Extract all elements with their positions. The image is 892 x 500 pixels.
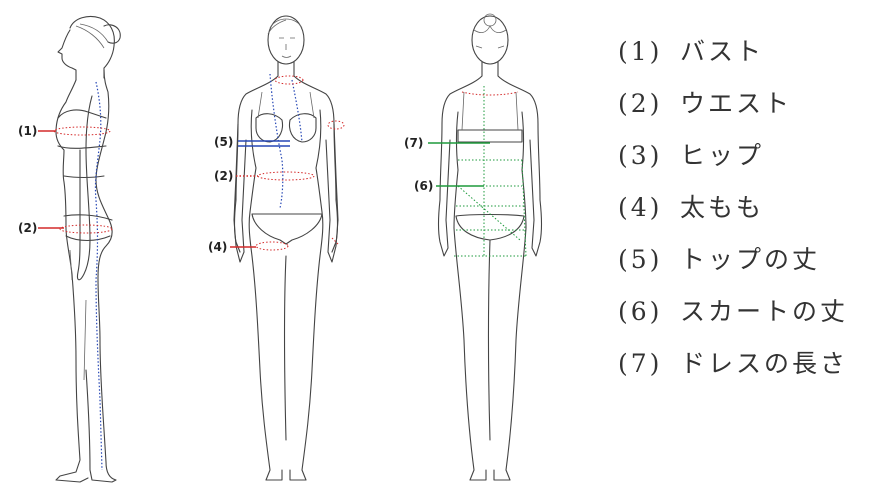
legend-num: (1): [618, 37, 663, 66]
legend-item-hip: (3) ヒップ: [618, 136, 888, 188]
front-thigh-ellipse: [255, 241, 289, 251]
side-callout-1: (1): [18, 124, 37, 138]
back-head: [471, 15, 509, 65]
front-arm-ellipse: [327, 120, 345, 130]
legend-num: (4): [618, 193, 663, 222]
front-callout-4: (4): [208, 240, 227, 254]
legend-item-bust: (1) バスト: [618, 32, 888, 84]
legend-label: ヒップ: [680, 141, 765, 170]
legend-item-thigh: (4) 太もも: [618, 188, 888, 240]
legend-label: トップの丈: [680, 245, 821, 274]
front-top-length-dotted: [269, 73, 284, 209]
legend-num: (2): [618, 89, 663, 118]
front-callout-2: (2): [214, 169, 233, 183]
side-hair-bun: [103, 24, 121, 44]
side-callout-2: (2): [18, 221, 37, 235]
legend-label: ウエスト: [680, 89, 793, 118]
front-neck-ellipse: [274, 75, 304, 85]
side-dress-length-line: [94, 81, 103, 471]
side-figure: (1) (2): [18, 15, 121, 483]
legend-item-top-length: (5) トップの丈: [618, 240, 888, 292]
front-waist-ellipse: [257, 171, 315, 181]
legend-num: (5): [618, 245, 663, 274]
back-callout-7: (7): [404, 136, 423, 150]
side-waist-ellipse: [59, 224, 113, 234]
legend-label: ドレスの長さ: [680, 349, 849, 378]
back-callout-6: (6): [414, 179, 433, 193]
front-figure: (5) (2) (4): [208, 15, 345, 481]
legend-label: バスト: [680, 37, 765, 66]
back-figure: (7) (6): [404, 13, 543, 481]
side-head: [57, 15, 115, 81]
legend-label: 太もも: [680, 193, 765, 222]
legend-item-waist: (2) ウエスト: [618, 84, 888, 136]
measurement-legend: (1) バスト (2) ウエスト (3) ヒップ (4) 太もも (5) トップの丈 (6…: [618, 32, 888, 396]
front-head: [267, 15, 305, 65]
legend-item-skirt-length: (6) スカートの丈: [618, 292, 888, 344]
front-callout-5: (5): [214, 135, 233, 149]
side-bust-ellipse: [53, 126, 111, 136]
legend-num: (6): [618, 297, 663, 326]
legend-item-dress-length: (7) ドレスの長さ: [618, 344, 888, 396]
legend-label: スカートの丈: [680, 297, 849, 326]
legend-num: (3): [618, 141, 663, 170]
legend-num: (7): [618, 349, 663, 378]
